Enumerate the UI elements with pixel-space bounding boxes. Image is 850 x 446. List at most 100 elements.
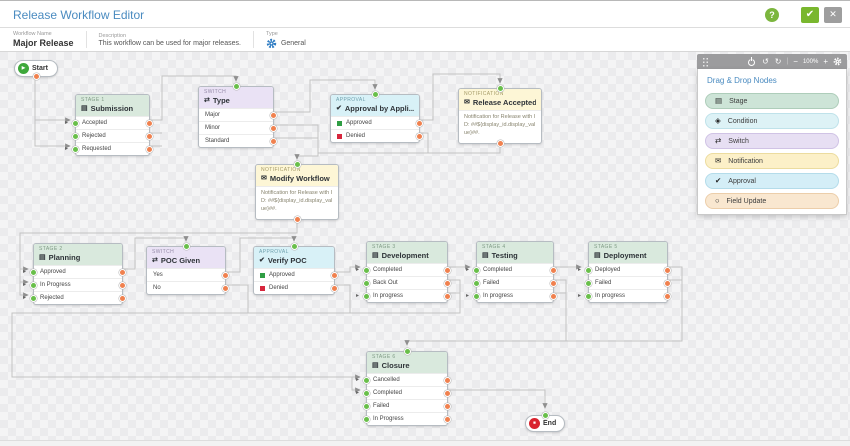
connector-dot-out[interactable] — [444, 376, 451, 384]
node-row[interactable]: Major — [199, 108, 277, 121]
connector-dot-out[interactable] — [444, 279, 451, 287]
connector-dot-out[interactable] — [119, 294, 126, 302]
node-notification-modify-workflow[interactable]: Notification✉Modify WorkflowNotification… — [255, 161, 339, 223]
connector-dot-in[interactable] — [585, 279, 592, 287]
connector-dot-in[interactable] — [293, 161, 301, 168]
node-row[interactable]: ▸Cancelled — [356, 373, 451, 386]
node-row[interactable]: Failed — [473, 276, 557, 289]
connector-dot-out[interactable] — [270, 124, 277, 132]
connector-dot-out[interactable] — [444, 292, 451, 300]
settings-gear-icon[interactable] — [833, 57, 842, 66]
redo-button[interactable]: ↻ — [774, 56, 782, 66]
node-row[interactable]: Approved — [254, 268, 338, 281]
connector-dot-out[interactable] — [444, 402, 451, 410]
node-row[interactable]: ▸In progress — [466, 289, 557, 302]
node-row[interactable]: Denied — [254, 281, 338, 294]
connector-dot-out[interactable] — [293, 215, 301, 223]
connector-dot-out[interactable] — [416, 119, 423, 127]
connector-dot-out[interactable] — [550, 266, 557, 274]
node-row[interactable]: ▸In Progress — [23, 278, 126, 291]
palette-item-field-update[interactable]: ○Field Update — [705, 193, 839, 209]
connector-dot-in[interactable] — [585, 292, 592, 300]
node-row[interactable]: ▸In progress — [356, 289, 451, 302]
connector-dot-out[interactable] — [496, 139, 504, 147]
description-value[interactable]: This workflow can be used for major rele… — [98, 39, 241, 47]
connector-dot-in[interactable] — [30, 281, 37, 289]
connector-dot-in[interactable] — [30, 268, 37, 276]
node-row[interactable]: Failed — [585, 276, 671, 289]
connector-dot-in[interactable] — [363, 266, 370, 274]
palette-item-notification[interactable]: ✉Notification — [705, 153, 839, 169]
save-button[interactable]: ✔ — [801, 6, 819, 23]
drag-handle-icon[interactable] — [702, 56, 709, 67]
connector-dot-out[interactable] — [146, 145, 153, 153]
connector-dot-out[interactable] — [664, 266, 671, 274]
horizontal-scrollbar[interactable] — [0, 440, 850, 446]
connector-dot-in[interactable] — [371, 91, 379, 98]
node-row[interactable]: ▸Approved — [23, 265, 126, 278]
connector-dot-in[interactable] — [363, 389, 370, 397]
connector-dot-in[interactable] — [473, 292, 480, 300]
connector-dot-out[interactable] — [444, 389, 451, 397]
node-row[interactable]: No — [147, 281, 229, 294]
connector-dot-out[interactable] — [32, 73, 40, 80]
connector-dot-out[interactable] — [119, 281, 126, 289]
node-row[interactable]: Minor — [199, 121, 277, 134]
connector-dot-in[interactable] — [363, 376, 370, 384]
node-approval-application[interactable]: Approval✔Approval by Appli...ApprovedDen… — [330, 91, 423, 143]
close-button[interactable]: ✕ — [824, 6, 842, 23]
node-start[interactable]: ▶Start — [14, 60, 58, 80]
node-stage-6[interactable]: Stage 6▤Closure▸Cancelled▸CompletedFaile… — [356, 348, 451, 426]
connector-dot-in[interactable] — [585, 266, 592, 274]
connector-dot-out[interactable] — [444, 266, 451, 274]
zoom-out-button[interactable]: − — [793, 56, 798, 66]
connector-dot-out[interactable] — [146, 119, 153, 127]
connector-dot-out[interactable] — [146, 132, 153, 140]
connector-dot-out[interactable] — [331, 271, 338, 279]
node-row[interactable]: ▸Completed — [356, 386, 451, 399]
type-value[interactable]: General — [280, 39, 306, 47]
connector-dot-in[interactable] — [72, 132, 79, 140]
connector-dot-out[interactable] — [550, 279, 557, 287]
node-stage-1[interactable]: Stage 1▤Submission▸AcceptedRejected▸Requ… — [65, 94, 153, 156]
node-end[interactable]: ■End — [525, 412, 565, 432]
connector-dot-in[interactable] — [496, 85, 504, 92]
connector-dot-out[interactable] — [416, 132, 423, 140]
workflow-canvas[interactable]: ▶StartStage 1▤Submission▸AcceptedRejecte… — [0, 52, 850, 446]
zoom-in-button[interactable]: + — [823, 56, 828, 66]
connector-dot-in[interactable] — [363, 415, 370, 423]
connector-dot-in[interactable] — [290, 243, 298, 250]
node-stage-2[interactable]: Stage 2▤Planning▸Approved▸In Progress▸Re… — [23, 243, 126, 305]
palette-item-stage[interactable]: ▤Stage — [705, 93, 839, 109]
node-row[interactable]: In Progress — [363, 412, 451, 425]
connector-dot-out[interactable] — [222, 271, 229, 279]
connector-dot-out[interactable] — [119, 268, 126, 276]
connector-dot-in[interactable] — [72, 119, 79, 127]
node-row[interactable]: Standard — [199, 134, 277, 147]
connector-dot-in[interactable] — [363, 279, 370, 287]
node-row[interactable]: ▸Completed — [356, 263, 451, 276]
node-row[interactable]: ▸Completed — [466, 263, 557, 276]
connector-dot-out[interactable] — [331, 284, 338, 292]
help-button[interactable]: ? — [765, 7, 779, 22]
palette-item-switch[interactable]: ⇄Switch — [705, 133, 839, 149]
palette-item-approval[interactable]: ✔Approval — [705, 173, 839, 189]
node-row[interactable]: ▸Requested — [65, 142, 153, 155]
connector-dot-out[interactable] — [444, 415, 451, 423]
connector-dot-in[interactable] — [473, 266, 480, 274]
node-row[interactable]: Back Out — [363, 276, 451, 289]
node-row[interactable]: ▸In progress — [578, 289, 671, 302]
connector-dot-in[interactable] — [363, 292, 370, 300]
workflow-name-value[interactable]: Major Release — [13, 38, 74, 48]
node-row[interactable]: Approved — [331, 116, 423, 129]
connector-dot-in[interactable] — [232, 83, 240, 90]
connector-dot-out[interactable] — [664, 292, 671, 300]
node-row[interactable]: Rejected — [72, 129, 153, 142]
connector-dot-in[interactable] — [473, 279, 480, 287]
